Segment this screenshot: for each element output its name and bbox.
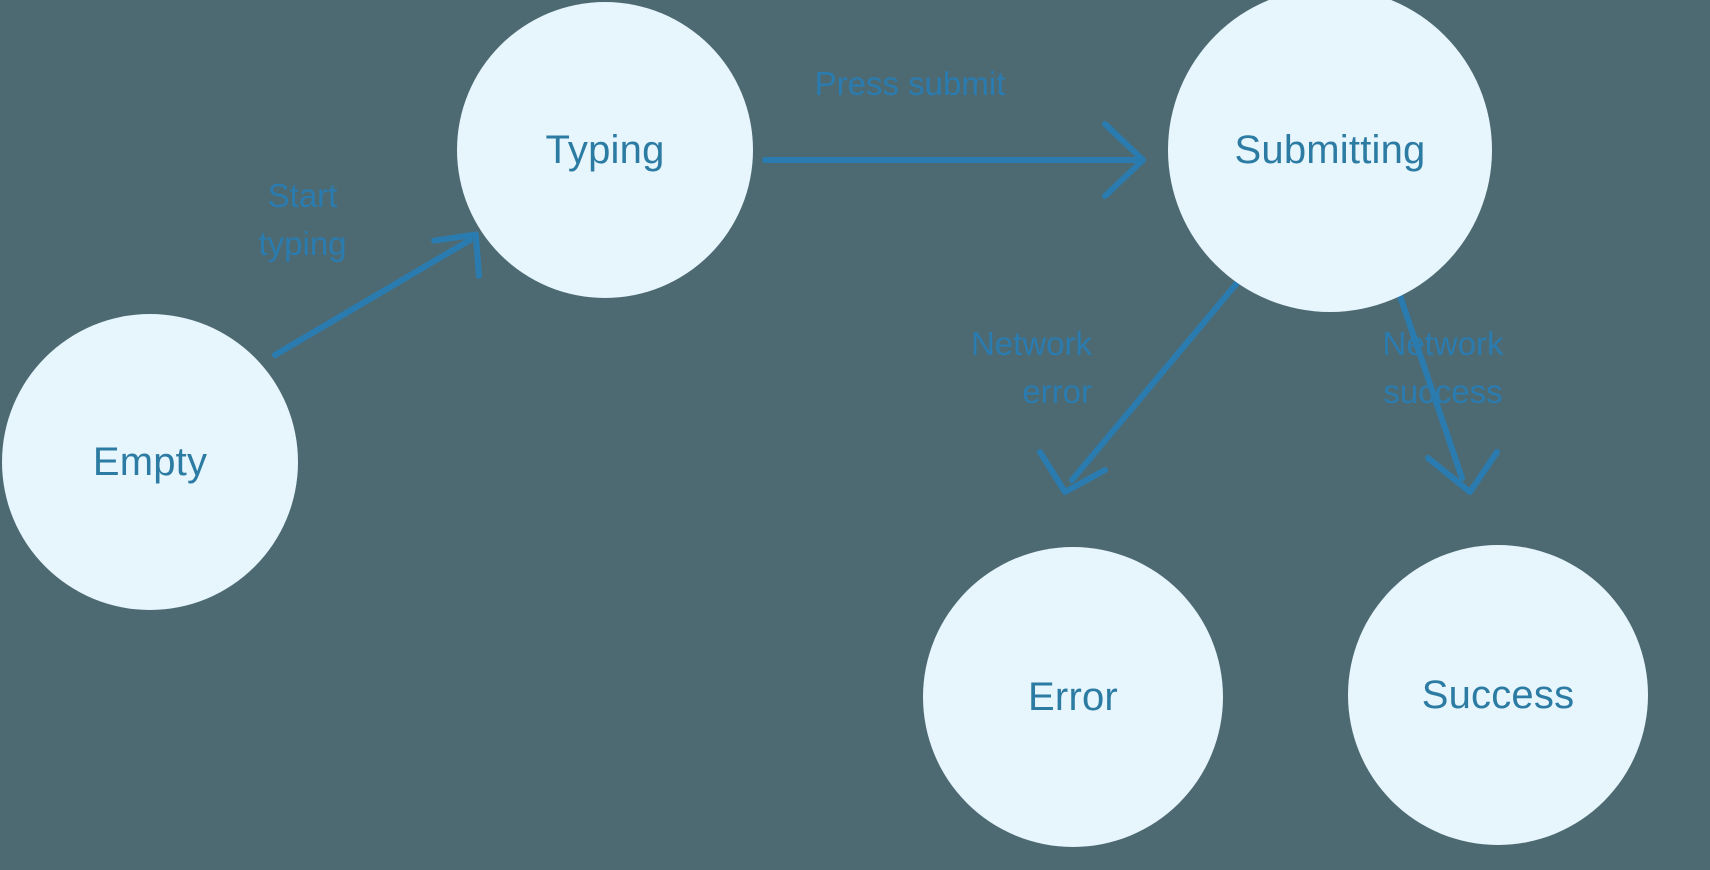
state-node-error[interactable]: Error — [923, 547, 1223, 847]
edge-label-network-error: Network error — [970, 325, 1092, 410]
state-label-success: Success — [1421, 673, 1575, 717]
state-node-empty[interactable]: Empty — [2, 314, 298, 610]
state-label-typing: Typing — [545, 128, 665, 172]
state-node-typing[interactable]: Typing — [457, 2, 753, 298]
edge-label-start-typing: Start typing — [258, 177, 347, 262]
state-node-success[interactable]: Success — [1348, 545, 1648, 845]
state-label-submitting: Submitting — [1234, 128, 1426, 172]
state-label-empty: Empty — [92, 440, 208, 484]
state-node-submitting[interactable]: Submitting — [1168, 0, 1492, 312]
state-label-error: Error — [1028, 675, 1118, 719]
edge-label-press-submit: Press submit — [814, 65, 1006, 102]
edge-press-submit — [762, 121, 1146, 199]
edge-label-network-success: Network success — [1382, 325, 1504, 410]
